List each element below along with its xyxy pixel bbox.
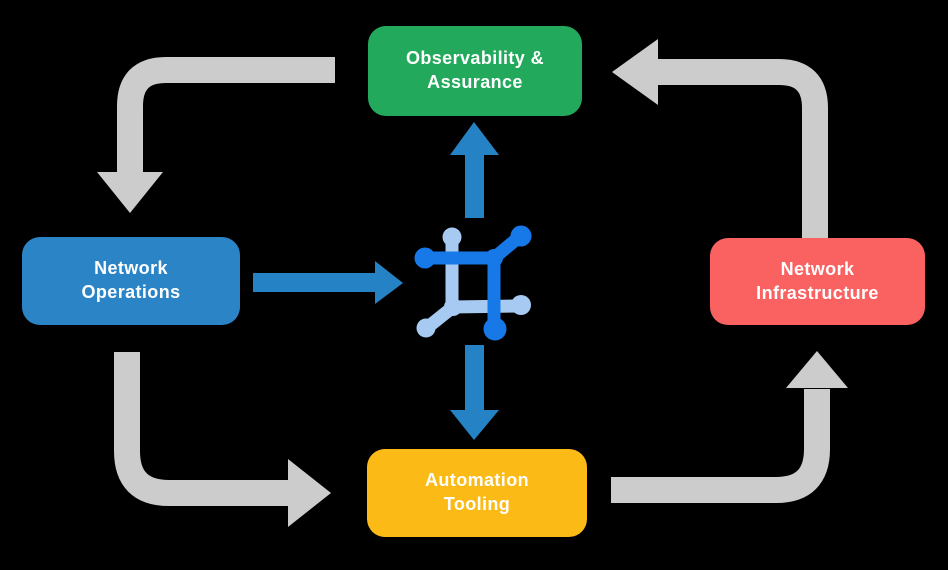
node-label-line: Automation	[425, 470, 529, 491]
arrow-head-left	[612, 39, 658, 105]
arrow-head-down	[450, 410, 499, 440]
arrow-shaft	[253, 273, 375, 292]
arrow-head-up	[786, 351, 848, 388]
icon-light-segments	[416, 227, 531, 338]
node-network-infrastructure: Network Infrastructure	[710, 238, 925, 325]
node-network-operations: Network Operations	[22, 237, 240, 325]
node-observability-assurance: Observability & Assurance	[368, 26, 582, 116]
arrow-elbow	[658, 59, 828, 238]
cycle-arrow-operations-to-tooling	[114, 352, 331, 527]
arrow-elbow	[114, 352, 289, 506]
arrow-elbow	[117, 57, 335, 173]
cycle-arrow-tooling-to-infrastructure	[611, 351, 848, 503]
blue-arrow-platform-to-observability	[450, 122, 499, 218]
node-label-line: Operations	[81, 282, 181, 302]
network-automation-icon	[414, 225, 532, 341]
blue-arrow-operations-to-platform	[253, 261, 403, 304]
arrow-shaft	[465, 345, 484, 412]
blue-arrow-platform-to-tooling	[450, 345, 499, 440]
node-label-line: Tooling	[443, 494, 511, 514]
arrow-head-right	[375, 261, 403, 304]
arrow-head-right	[288, 459, 331, 527]
cycle-arrow-infrastructure-to-observability	[612, 39, 828, 238]
node-label-line: Observability &	[405, 48, 545, 69]
arrow-shaft	[465, 153, 484, 218]
node-label-line: Network	[94, 258, 168, 279]
arrow-head-up	[450, 122, 499, 155]
icon-dark-segments	[414, 225, 532, 341]
node-label-line: Infrastructure	[756, 282, 879, 303]
node-label-line: Assurance	[427, 72, 523, 92]
arrow-head-down	[97, 172, 163, 213]
node-automation-tooling: Automation Tooling	[367, 449, 587, 537]
cycle-arrow-observability-to-operations	[97, 57, 335, 213]
arrow-elbow	[611, 389, 830, 503]
node-label-line: Network	[780, 258, 855, 279]
